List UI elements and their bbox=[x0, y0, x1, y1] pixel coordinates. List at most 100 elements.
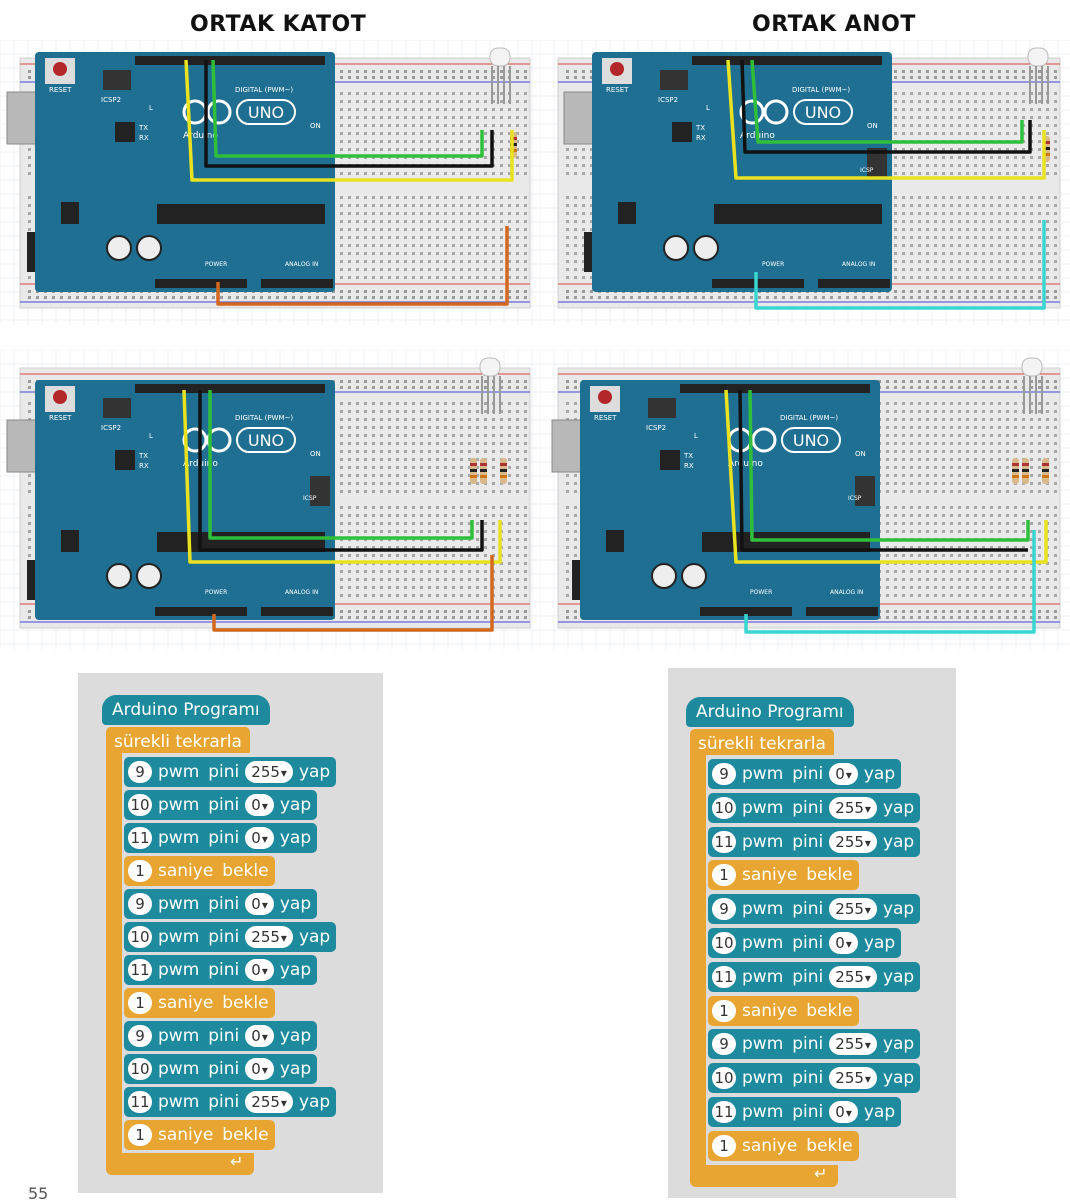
hole bbox=[966, 124, 969, 127]
hole bbox=[28, 610, 31, 613]
hole bbox=[340, 594, 343, 597]
hole bbox=[204, 296, 207, 299]
hole bbox=[396, 260, 399, 263]
hole bbox=[372, 252, 375, 255]
hole bbox=[476, 70, 479, 73]
hole bbox=[484, 196, 487, 199]
hole bbox=[348, 116, 351, 119]
hole bbox=[942, 108, 945, 111]
hole bbox=[500, 132, 503, 135]
hole bbox=[356, 458, 359, 461]
hole bbox=[412, 132, 415, 135]
hole bbox=[1006, 290, 1009, 293]
hole bbox=[356, 482, 359, 485]
hole bbox=[1014, 70, 1017, 73]
hole bbox=[412, 386, 415, 389]
hole bbox=[340, 290, 343, 293]
hole bbox=[1006, 108, 1009, 111]
hole bbox=[228, 296, 231, 299]
hole bbox=[396, 228, 399, 231]
hole bbox=[998, 252, 1001, 255]
hole bbox=[942, 296, 945, 299]
hole bbox=[500, 156, 503, 159]
hole bbox=[292, 296, 295, 299]
hole bbox=[918, 228, 921, 231]
hole bbox=[356, 380, 359, 383]
hole bbox=[1022, 164, 1025, 167]
hole bbox=[508, 220, 511, 223]
hole bbox=[500, 108, 503, 111]
hole bbox=[998, 116, 1001, 119]
hole bbox=[508, 116, 511, 119]
hole bbox=[902, 196, 905, 199]
hole bbox=[468, 148, 471, 151]
hole bbox=[1014, 268, 1017, 271]
power-label: POWER bbox=[205, 261, 227, 268]
hole bbox=[444, 100, 447, 103]
hole bbox=[364, 100, 367, 103]
hole bbox=[1022, 244, 1025, 247]
hole bbox=[950, 244, 953, 247]
hole bbox=[396, 380, 399, 383]
hole bbox=[348, 236, 351, 239]
hole bbox=[404, 466, 407, 469]
hole bbox=[356, 474, 359, 477]
hole bbox=[902, 276, 905, 279]
hole bbox=[436, 244, 439, 247]
hole bbox=[428, 442, 431, 445]
hole bbox=[1022, 228, 1025, 231]
hole bbox=[582, 212, 585, 215]
hole bbox=[28, 296, 31, 299]
hole bbox=[654, 296, 657, 299]
hole bbox=[460, 296, 463, 299]
hole bbox=[1054, 132, 1057, 135]
hole bbox=[484, 140, 487, 143]
hole bbox=[1054, 108, 1057, 111]
hole bbox=[428, 522, 431, 525]
hole bbox=[364, 380, 367, 383]
hole bbox=[894, 76, 897, 79]
hole bbox=[926, 212, 929, 215]
hole bbox=[372, 268, 375, 271]
hole bbox=[356, 410, 359, 413]
hole bbox=[420, 586, 423, 589]
hole bbox=[436, 616, 439, 619]
hole bbox=[1022, 276, 1025, 279]
hole bbox=[380, 594, 383, 597]
hole bbox=[918, 76, 921, 79]
hole bbox=[404, 236, 407, 239]
hole bbox=[468, 268, 471, 271]
hole bbox=[468, 204, 471, 207]
heading-common-anode: ORTAK ANOT bbox=[752, 12, 916, 37]
hole bbox=[412, 252, 415, 255]
hole bbox=[1038, 172, 1041, 175]
hole bbox=[380, 172, 383, 175]
hole bbox=[460, 76, 463, 79]
hole bbox=[356, 386, 359, 389]
hole bbox=[1054, 124, 1057, 127]
hole bbox=[902, 172, 905, 175]
hole bbox=[348, 410, 351, 413]
hole bbox=[524, 132, 527, 135]
hole bbox=[436, 586, 439, 589]
hole bbox=[942, 116, 945, 119]
hole bbox=[436, 554, 439, 557]
hole bbox=[500, 296, 503, 299]
hole bbox=[574, 212, 577, 215]
hole bbox=[622, 296, 625, 299]
hole bbox=[710, 296, 713, 299]
hole bbox=[436, 402, 439, 405]
hole bbox=[364, 474, 367, 477]
hole bbox=[468, 236, 471, 239]
hole bbox=[582, 164, 585, 167]
uno-label: UNO bbox=[248, 103, 284, 122]
hole bbox=[404, 514, 407, 517]
hole bbox=[412, 172, 415, 175]
hole bbox=[990, 76, 993, 79]
hole bbox=[718, 296, 721, 299]
chip-small bbox=[115, 122, 135, 142]
hole bbox=[942, 236, 945, 239]
hole bbox=[28, 410, 31, 413]
hole bbox=[412, 458, 415, 461]
hole bbox=[902, 116, 905, 119]
